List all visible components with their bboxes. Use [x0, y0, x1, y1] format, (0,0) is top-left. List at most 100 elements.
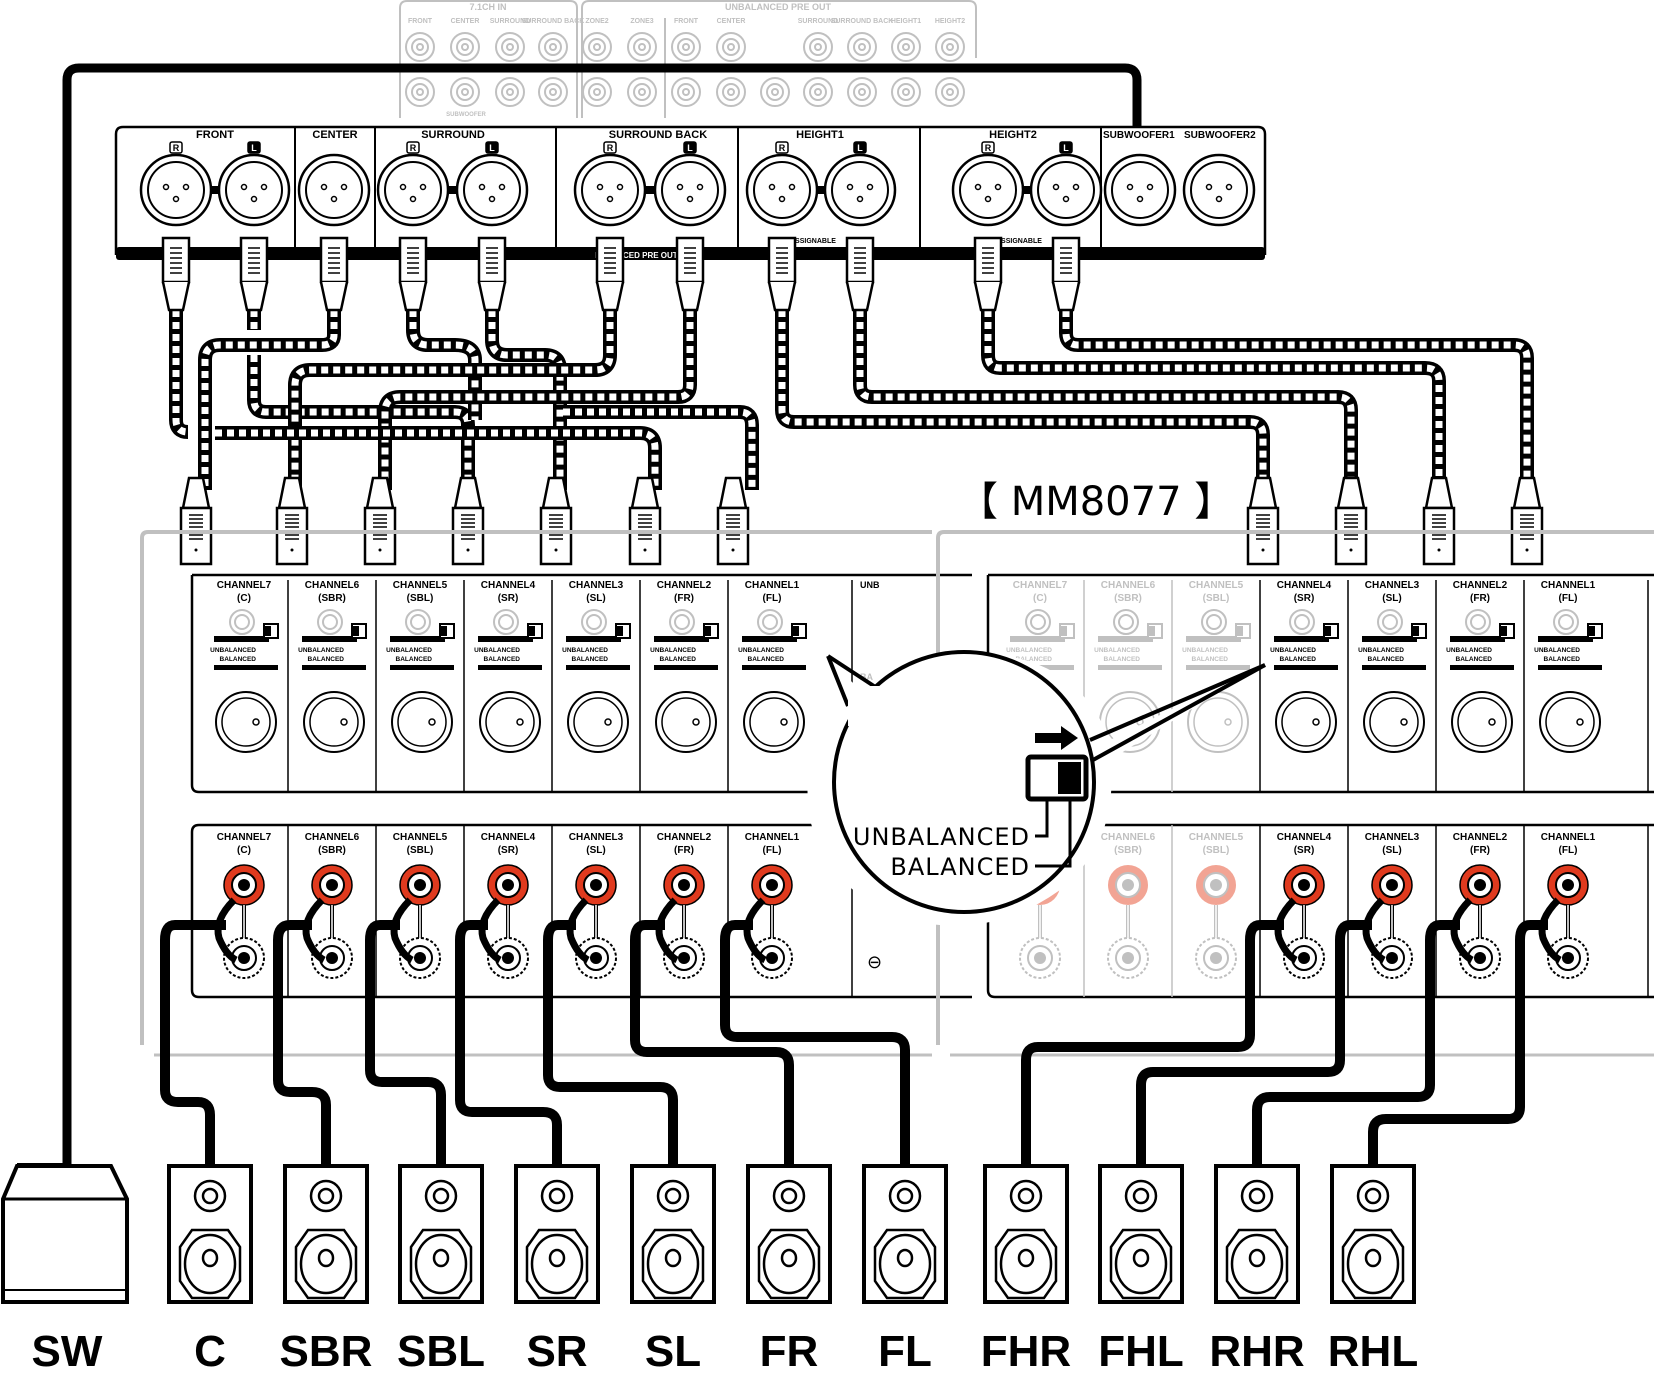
faded-rca-jack	[803, 32, 833, 62]
xlr-output-jack	[1182, 153, 1256, 227]
rca-input-jack	[322, 614, 338, 630]
terminal-wire	[743, 897, 767, 964]
arrow-right-icon	[1035, 726, 1078, 750]
rca-input-jack	[581, 609, 607, 635]
channel-badge	[247, 141, 261, 154]
preamp-group-title: FRONT	[196, 129, 234, 141]
speaker-sbl: SBL	[397, 1164, 485, 1374]
input-channel-sub: (FL)	[763, 593, 782, 604]
xlr-plug	[845, 236, 875, 312]
input-channel-name: CHANNEL2	[1453, 580, 1508, 591]
faded-rca-jack	[858, 88, 866, 96]
faded-rca-jack	[627, 77, 657, 107]
faded-rca-jack	[593, 43, 601, 51]
channel-badge-label: R	[985, 143, 992, 153]
balanced-label: BALANCED	[1280, 656, 1317, 663]
faded-rca-jack	[538, 32, 568, 62]
switch-bar	[1538, 636, 1593, 642]
unbalanced-preout-title: UNBALANCED PRE OUT	[725, 2, 832, 12]
faded-rca-jack	[671, 77, 701, 107]
balanced-label: BALANCED	[1456, 656, 1493, 663]
speaker-channel-sub: (SBR)	[318, 845, 346, 856]
unbalanced-label: UNBALANCED	[562, 647, 608, 654]
terminal-wire	[302, 897, 326, 964]
tweeter	[424, 1179, 458, 1213]
rca-input-jack	[1201, 609, 1227, 635]
faded-rca-jack	[544, 38, 562, 56]
xlr-output-jack	[297, 153, 371, 227]
faded-rca-jack	[946, 43, 954, 51]
unbalanced-label: UNBALANCED	[1182, 647, 1228, 654]
subwoofer-icon	[1, 1163, 129, 1304]
speaker-channel-name: CHANNEL4	[1277, 832, 1332, 843]
faded-rca-jack	[760, 77, 790, 107]
xlr-plug	[1510, 476, 1544, 566]
faded-rca-jack	[588, 38, 606, 56]
faded-rca-jack	[677, 83, 695, 101]
speaker-cable	[1252, 920, 1460, 1165]
xlr-plug	[767, 236, 797, 312]
speaker-fr: FR	[746, 1164, 832, 1374]
chassis-outline	[140, 530, 932, 1045]
input-channel-sub: (SBL)	[1203, 593, 1230, 604]
rca-input-jack	[493, 609, 519, 635]
rca-input-jack	[757, 609, 783, 635]
xlr-plug	[1051, 236, 1081, 312]
woofer	[294, 1228, 358, 1300]
faded-rca-jack	[941, 83, 959, 101]
speaker-terminal: CHANNEL1(FL)	[727, 825, 800, 997]
input-channel-name: CHANNEL3	[1365, 580, 1420, 591]
rca-input-jack	[1206, 614, 1222, 630]
faded-rca-jack	[727, 88, 735, 96]
speaker-cable	[1021, 920, 1284, 1165]
faded-rca-jack	[722, 83, 740, 101]
speaker-fhr: FHR	[981, 1164, 1071, 1374]
input-channel-name: CHANNEL4	[481, 580, 536, 591]
tweeter	[772, 1179, 806, 1213]
rca-input-jack	[317, 609, 343, 635]
xlr-output-jack: R	[745, 141, 819, 227]
xlr-input-jack	[655, 691, 717, 753]
xlr-output-jack: L	[217, 141, 291, 227]
input-channel-name: CHANNEL1	[745, 580, 800, 591]
switch-bar	[566, 636, 621, 642]
input-panel	[190, 573, 972, 794]
jack-pair-bridge	[413, 186, 492, 194]
faded-rca-jack	[809, 83, 827, 101]
woofer	[641, 1228, 705, 1300]
faded-rca-jack	[941, 38, 959, 56]
faded-rca-jack	[501, 38, 519, 56]
speaker-channel-sub: (SL)	[1382, 845, 1401, 856]
speaker-channel-sub: (SBL)	[1203, 845, 1230, 856]
woofer	[1341, 1228, 1405, 1300]
xlr-input-jack	[1539, 691, 1601, 753]
xlr-output-jack: R	[376, 141, 450, 227]
speaker-cables	[160, 897, 1562, 1165]
faded-rca-jack	[946, 88, 954, 96]
preamp-group-title: HEIGHT1	[796, 129, 844, 141]
faded-input-panel: 7.1CH IN UNBALANCED PRE OUT SUBWOOFER FR…	[399, 0, 977, 118]
faded-rca-jack	[716, 32, 746, 62]
channel-badge-label: L	[1063, 143, 1069, 153]
xlr-output-jack: R	[573, 141, 647, 227]
input-channel-sub: (SL)	[1382, 593, 1401, 604]
xlr-output-jack: L	[1029, 141, 1103, 227]
speaker-channel-name: CHANNEL5	[1189, 832, 1244, 843]
xlr-input-jack	[1451, 691, 1513, 753]
rca-input-jack	[1382, 614, 1398, 630]
rca-input-jack	[1558, 614, 1574, 630]
speaker-channel-sub: (FR)	[1470, 845, 1490, 856]
woofer	[178, 1228, 242, 1300]
input-channel-name: CHANNEL6	[1101, 580, 1156, 591]
rca-input-jack	[410, 614, 426, 630]
speaker-channel-sub: (FL)	[763, 845, 782, 856]
speaker-channel-name: CHANNEL5	[393, 832, 448, 843]
faded-rca-jack	[461, 43, 469, 51]
speaker-c: C	[167, 1164, 253, 1374]
tweeter	[309, 1179, 343, 1213]
faded-rca-jack	[814, 88, 822, 96]
